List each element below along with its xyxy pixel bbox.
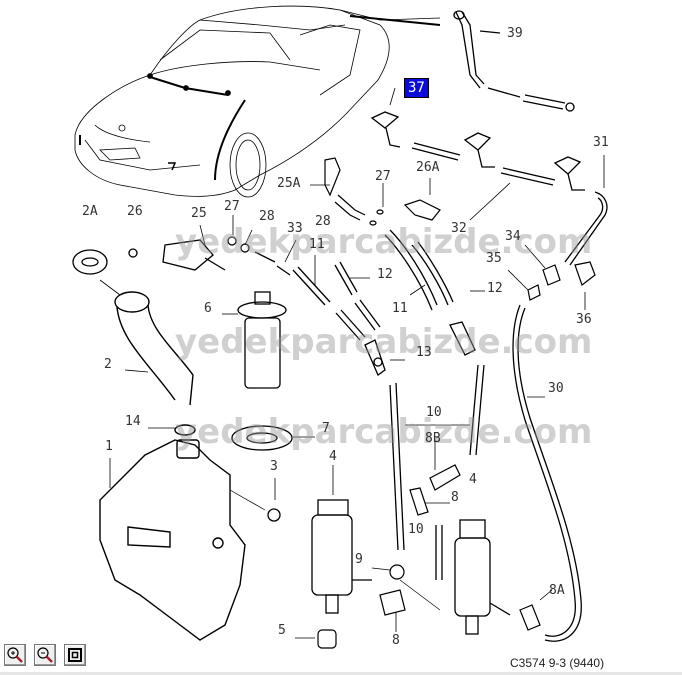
tubes-11-12: [292, 229, 485, 341]
small-parts-upper: [324, 157, 441, 226]
part-label-27[interactable]: 27: [224, 199, 240, 214]
parts-3-6-7: [222, 291, 315, 522]
part-label-28[interactable]: 28: [259, 209, 275, 224]
hose-30: [512, 304, 582, 642]
part-label-6[interactable]: 6: [204, 301, 212, 316]
part-label-30[interactable]: 30: [548, 381, 564, 396]
part-label-3[interactable]: 3: [270, 459, 278, 474]
parts-34-35-36: [507, 244, 596, 310]
part-label-28[interactable]: 28: [315, 214, 331, 229]
filler-neck-2: [99, 279, 196, 436]
zoom-toolbar: [4, 644, 86, 666]
part-label-4[interactable]: 4: [469, 472, 477, 487]
part-label-33[interactable]: 33: [287, 221, 303, 236]
part-label-34[interactable]: 34: [505, 229, 521, 244]
part-label-12[interactable]: 12: [377, 267, 393, 282]
left-cluster-parts: [72, 215, 297, 276]
pump-4-right: [454, 519, 511, 635]
part-label-8B[interactable]: 8B: [425, 431, 441, 446]
part-label-35[interactable]: 35: [486, 251, 502, 266]
part-label-1[interactable]: 1: [105, 439, 113, 454]
part-label-26A[interactable]: 26A: [416, 160, 440, 175]
hose-10: [389, 364, 485, 580]
part-label-27[interactable]: 27: [375, 169, 391, 184]
part-label-12[interactable]: 12: [487, 281, 503, 296]
fit-window-icon: [68, 648, 82, 662]
bottom-divider: [0, 672, 682, 675]
part-label-25A[interactable]: 25A: [277, 176, 301, 191]
zoom-in-button[interactable]: [4, 644, 26, 666]
part-label-31[interactable]: 31: [593, 135, 609, 150]
zoom-in-icon: [7, 647, 23, 663]
y-connectors-13: [364, 321, 476, 376]
car-illustration: [74, 5, 441, 198]
zoom-out-icon: [37, 647, 53, 663]
part-label-39[interactable]: 39: [507, 26, 523, 41]
part-label-4[interactable]: 4: [329, 449, 337, 464]
nozzles-37: [370, 87, 585, 191]
part-label-13[interactable]: 13: [416, 345, 432, 360]
leader-lines: [310, 182, 511, 221]
part-label-5[interactable]: 5: [278, 623, 286, 638]
part-label-9[interactable]: 9: [355, 552, 363, 567]
zoom-out-button[interactable]: [34, 644, 56, 666]
part-label-10[interactable]: 10: [426, 405, 442, 420]
part-label-8[interactable]: 8: [451, 490, 459, 505]
connectors-8: [409, 440, 461, 516]
part-label-8[interactable]: 8: [392, 633, 400, 648]
part-label-10[interactable]: 10: [408, 522, 424, 537]
part-label-7[interactable]: 7: [322, 421, 330, 436]
part-label-11[interactable]: 11: [392, 301, 408, 316]
part-label-32[interactable]: 32: [451, 221, 467, 236]
part-label-2A[interactable]: 2A: [82, 204, 98, 219]
part-label-8A[interactable]: 8A: [549, 583, 565, 598]
washer-tank-1: [99, 439, 266, 641]
part-label-26[interactable]: 26: [127, 204, 143, 219]
diagram-caption: C3574 9-3 (9440): [510, 656, 605, 670]
part-39-hose: [453, 10, 575, 112]
fit-to-window-button[interactable]: [64, 644, 86, 666]
part-5: [295, 629, 337, 649]
part-label-2[interactable]: 2: [104, 357, 112, 372]
part-label-14[interactable]: 14: [125, 414, 141, 429]
part-label-36[interactable]: 36: [576, 312, 592, 327]
part-label-25[interactable]: 25: [191, 206, 207, 221]
parts-9-8-8A: [371, 564, 553, 632]
part-label-37-highlighted[interactable]: 37: [404, 78, 429, 98]
pump-4-left: [311, 465, 372, 614]
part-31-hose: [564, 155, 608, 266]
part-label-11[interactable]: 11: [309, 237, 325, 252]
